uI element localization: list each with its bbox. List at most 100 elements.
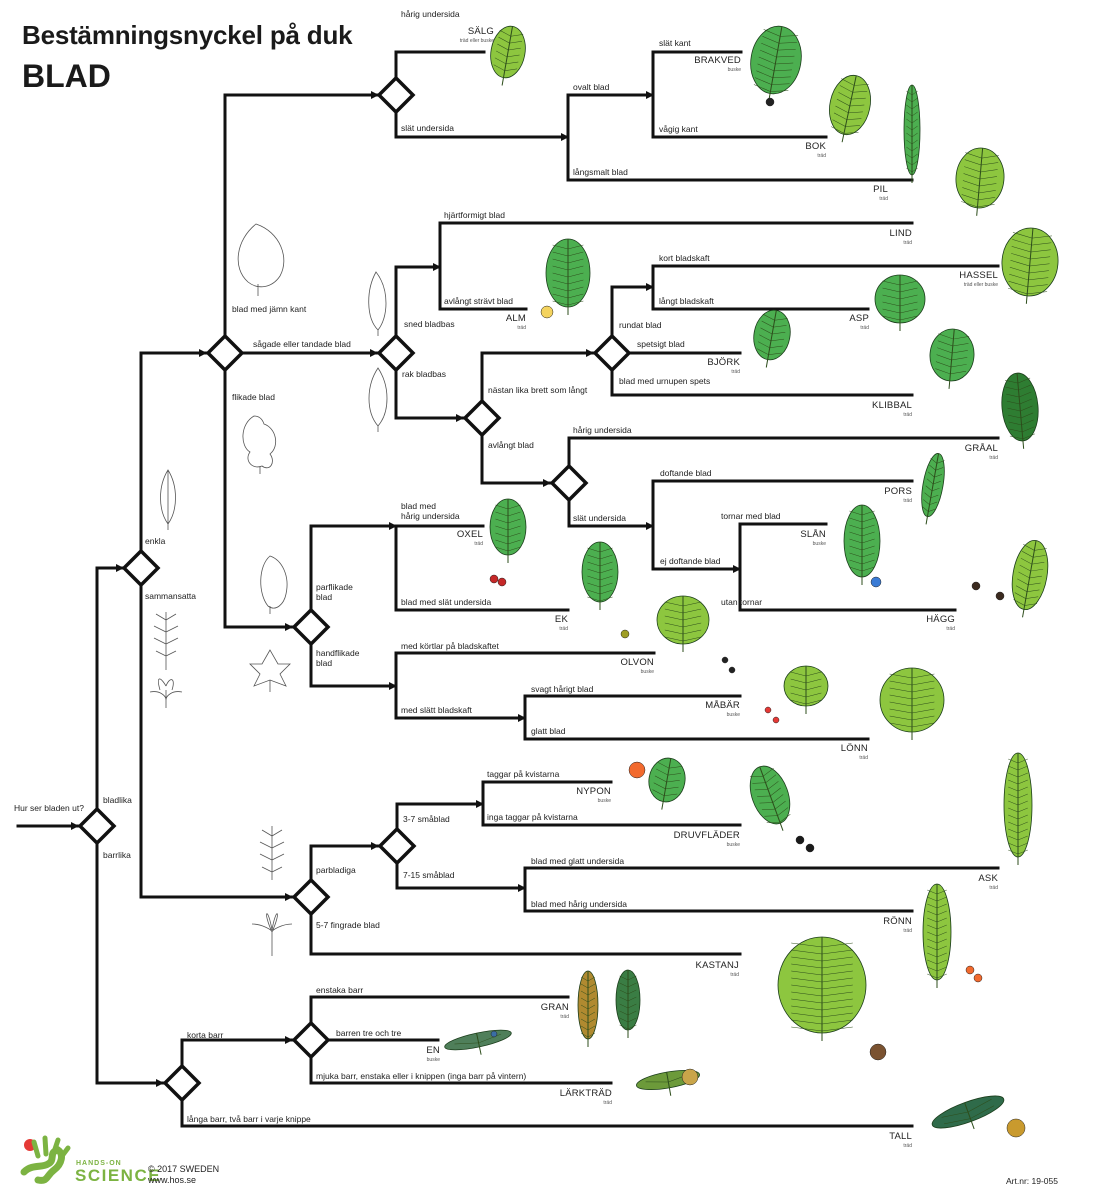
leaf-vein <box>666 779 680 783</box>
leaf-vein <box>927 931 938 937</box>
leaf-vein <box>852 91 868 93</box>
leaf-vein <box>1017 578 1029 586</box>
logo-text-science: SCIENCE <box>75 1166 162 1185</box>
leaf-vein <box>790 671 807 677</box>
leaf-vein <box>664 622 684 628</box>
leaf-vein <box>768 352 782 355</box>
leaf-vein <box>757 795 771 797</box>
leaf-vein <box>911 715 935 721</box>
leaf-vein <box>776 55 795 58</box>
leaf-vein <box>791 942 823 948</box>
leaf-vein <box>682 601 702 607</box>
website-link[interactable]: www.hos.se <box>148 1175 197 1186</box>
leaf-vein <box>1017 793 1028 799</box>
leaf-vein <box>833 112 847 120</box>
connector-line <box>223 91 380 338</box>
leaf-vein <box>841 78 855 86</box>
leaf-vein <box>627 982 637 988</box>
leaf-vein <box>936 903 947 909</box>
leaf-vein <box>930 457 937 464</box>
branch-label-ej-doftande: ej doftande blad <box>660 556 721 566</box>
leaf-vein <box>1008 414 1022 419</box>
leaf-vein <box>906 97 913 103</box>
leaf-vein <box>763 29 781 37</box>
leaf-vein <box>911 701 935 707</box>
outline-simple-leaf-icon <box>160 469 176 530</box>
leaf-vein <box>981 155 999 159</box>
leaf-vein <box>1017 772 1028 778</box>
leaf-vein <box>1009 273 1029 281</box>
leaf-vein <box>821 984 853 990</box>
outline-serrated-leaf-rak-icon <box>368 367 388 432</box>
leaf-vein <box>754 789 768 791</box>
connector-line <box>394 368 465 422</box>
leaf-vein <box>936 896 947 902</box>
leaf-vein <box>772 332 786 335</box>
olvon-berry-icon <box>728 666 736 674</box>
leaf-vein <box>936 460 945 464</box>
leaf-vein <box>665 786 679 790</box>
leaf-vein <box>1015 585 1028 592</box>
leaf-vein <box>911 90 918 96</box>
oxel-leaf-icon <box>489 498 527 563</box>
leaf-vein <box>1019 398 1033 405</box>
connector-line <box>438 265 528 311</box>
leaf-vein <box>964 166 981 173</box>
leaf-vein <box>906 160 913 166</box>
connector-line <box>139 349 208 553</box>
leaf-midrib <box>925 453 940 525</box>
decision-barr <box>162 1063 202 1103</box>
hands-on-science-logo-icon <box>20 1135 71 1184</box>
leaf-vein <box>494 57 507 65</box>
leaf-vein <box>882 294 901 300</box>
leaf-vein <box>943 1118 971 1125</box>
leaf-vein <box>664 793 678 797</box>
leaf-vein <box>965 152 982 159</box>
leaf-vein <box>1012 239 1032 246</box>
brakved-leaf-icon <box>750 25 802 102</box>
leaf-vein <box>821 977 853 983</box>
leaf-vein <box>599 596 613 602</box>
leaf-vein <box>1007 287 1028 295</box>
leaf-vein <box>1008 772 1019 778</box>
leaf-vein <box>758 56 776 65</box>
leaf-midrib <box>765 310 777 368</box>
connector-line <box>395 800 485 831</box>
leaf-vein <box>906 153 913 159</box>
leaf-vein <box>936 938 947 944</box>
leaf-vein <box>1008 821 1019 827</box>
branch-label-enkla: enkla <box>145 536 166 546</box>
leaf-vein <box>851 97 866 100</box>
leaf-vein <box>791 977 823 983</box>
branch-label-hjartformigt: hjärtformigt blad <box>444 210 505 220</box>
leaf-vein <box>761 42 778 51</box>
leaf-vein <box>772 794 784 803</box>
leaf-vein <box>962 180 980 187</box>
leaf-vein <box>1017 842 1028 848</box>
leaf-midrib <box>759 766 784 831</box>
connector-line <box>394 263 442 338</box>
branch-label-vagig-kant: vågig kant <box>659 124 698 134</box>
leaf-vein <box>911 673 935 679</box>
leaf-vein <box>1008 793 1019 799</box>
leaf-vein <box>627 975 637 981</box>
leaf-vein <box>1010 260 1030 267</box>
druvflader-berry-icon <box>805 843 815 853</box>
leaf-vein <box>599 554 613 560</box>
leaf-vein <box>1022 426 1035 433</box>
leaf-vein <box>774 69 793 72</box>
leaf-vein <box>587 976 596 982</box>
leaf-vein <box>1034 548 1047 551</box>
leaf-vein <box>587 1011 596 1017</box>
leaf-vein <box>507 504 521 510</box>
leaf-vein <box>1017 807 1028 813</box>
leaf-vein <box>587 983 596 989</box>
leaf-vein <box>861 510 875 516</box>
leaf-vein <box>980 169 998 173</box>
